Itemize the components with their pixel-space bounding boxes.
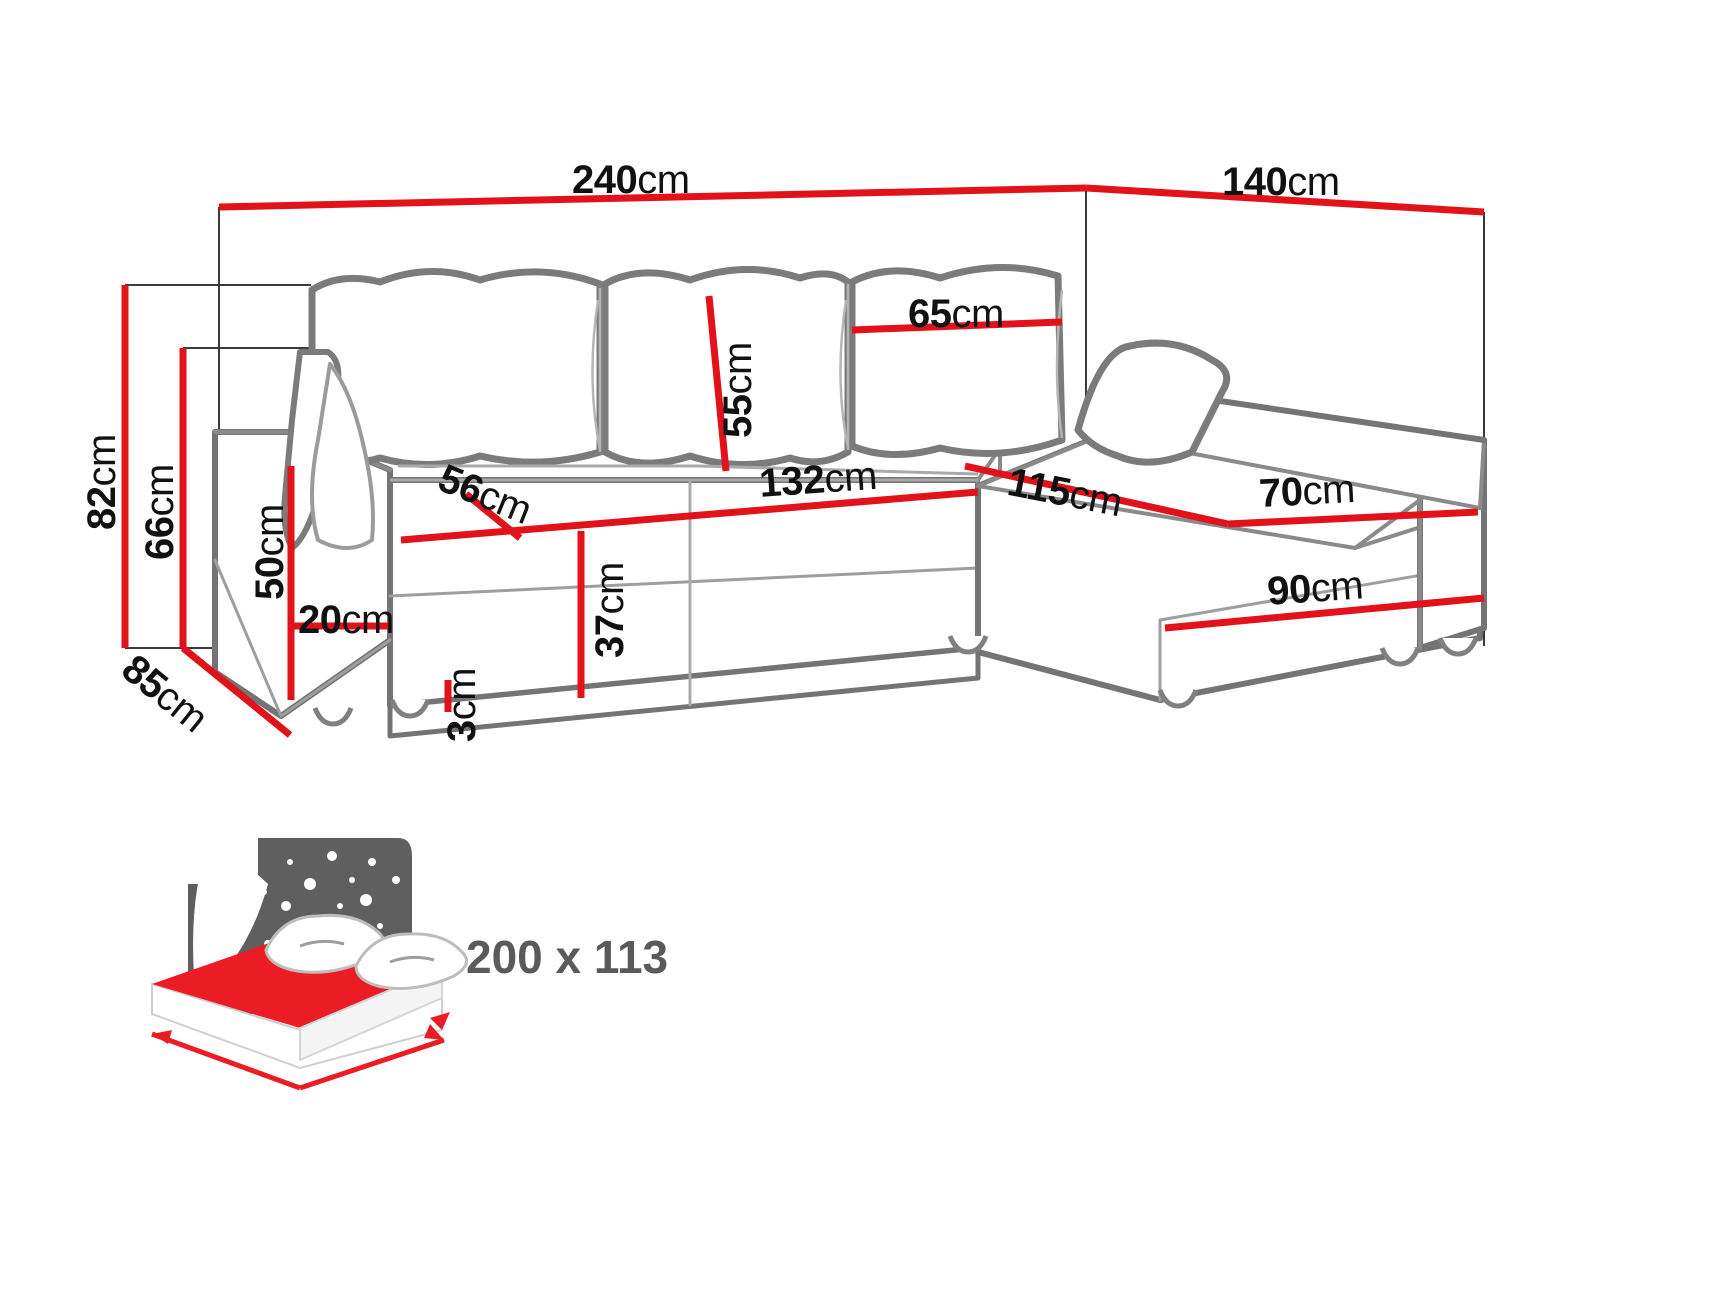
- dim-unit-3: cm: [440, 667, 484, 721]
- dimline-115: [964, 462, 1229, 528]
- dim-value-55: 55: [716, 394, 760, 439]
- dimension-label-132: 132cm: [757, 453, 879, 506]
- cushion-seams: [591, 284, 1064, 452]
- dim-unit-50: cm: [248, 504, 292, 557]
- dim-value-65: 65: [908, 292, 952, 336]
- dim-unit-66: cm: [138, 464, 182, 517]
- dim-value-140: 140: [1222, 160, 1288, 204]
- sofa-legs-group: [312, 635, 1479, 727]
- dimline-140: [1085, 184, 1485, 216]
- dim-unit-132: cm: [822, 453, 879, 502]
- dimension-label-90: 90cm: [1265, 563, 1365, 614]
- sleeping-bed-with-stars-icon: [151, 838, 468, 1091]
- dimension-label-37: 37cm: [588, 562, 632, 659]
- dim-value-70: 70: [1257, 469, 1304, 516]
- mattress-size-label: 200 x 113: [466, 931, 669, 983]
- leg-chaise-right: [1379, 647, 1421, 667]
- dimension-label-82: 82cm: [80, 434, 124, 531]
- dim-value-132: 132: [757, 457, 827, 506]
- dim-value-3: 3: [440, 720, 484, 742]
- dimension-label-70: 70cm: [1257, 466, 1356, 516]
- dim-unit-140: cm: [1287, 160, 1340, 204]
- back-cushion-2: [601, 265, 852, 469]
- dimension-label-50: 50cm: [248, 504, 292, 601]
- dim-value-37: 37: [588, 614, 632, 659]
- dimline-55: [705, 295, 730, 472]
- leg-chaise-right-2: [1437, 637, 1479, 657]
- dimline-85: [180, 645, 293, 738]
- dimline-90: [1164, 594, 1485, 632]
- dim-unit-20: cm: [341, 598, 395, 642]
- chaise-corner-cushion: [1074, 339, 1231, 466]
- dimline-70: [1227, 508, 1479, 528]
- dim-value-66: 66: [138, 516, 182, 561]
- leg-chaise-front: [1157, 689, 1199, 709]
- dimension-lines-group: [121, 184, 1485, 738]
- dim-value-90: 90: [1265, 566, 1313, 614]
- dim-value-20: 20: [298, 598, 342, 642]
- dim-value-50: 50: [248, 556, 292, 601]
- dim-unit-82: cm: [80, 434, 124, 487]
- dimension-label-65: 65cm: [908, 294, 1004, 334]
- dimline-240: [218, 184, 1087, 211]
- dimension-label-20: 20cm: [298, 600, 394, 640]
- dim-unit-90: cm: [1309, 563, 1365, 611]
- dimension-label-66: 66cm: [138, 464, 182, 561]
- back-cushions-group: [308, 264, 1231, 469]
- dim-unit-55: cm: [716, 342, 760, 395]
- dim-value-82: 82: [80, 486, 124, 531]
- dim-unit-37: cm: [588, 562, 632, 615]
- back-cushion-3: [848, 264, 1066, 458]
- main-base-plinth: [387, 645, 981, 739]
- dim-unit-240: cm: [637, 158, 690, 202]
- dim-unit-70: cm: [1301, 466, 1356, 514]
- leg-center: [947, 635, 989, 655]
- left-bolster-cushion: [281, 349, 375, 551]
- leg-front-left-2: [389, 699, 431, 719]
- dimension-label-3: 3cm: [440, 667, 484, 742]
- leg-front-left: [312, 707, 354, 727]
- dimension-label-140: 140cm: [1222, 162, 1340, 202]
- dimline-65: [851, 318, 1063, 334]
- dim-value-240: 240: [572, 158, 638, 202]
- dimension-label-240: 240cm: [572, 160, 690, 200]
- dim-unit-65: cm: [951, 292, 1005, 336]
- dimension-label-55: 55cm: [716, 342, 760, 439]
- dimline-132: [400, 488, 979, 544]
